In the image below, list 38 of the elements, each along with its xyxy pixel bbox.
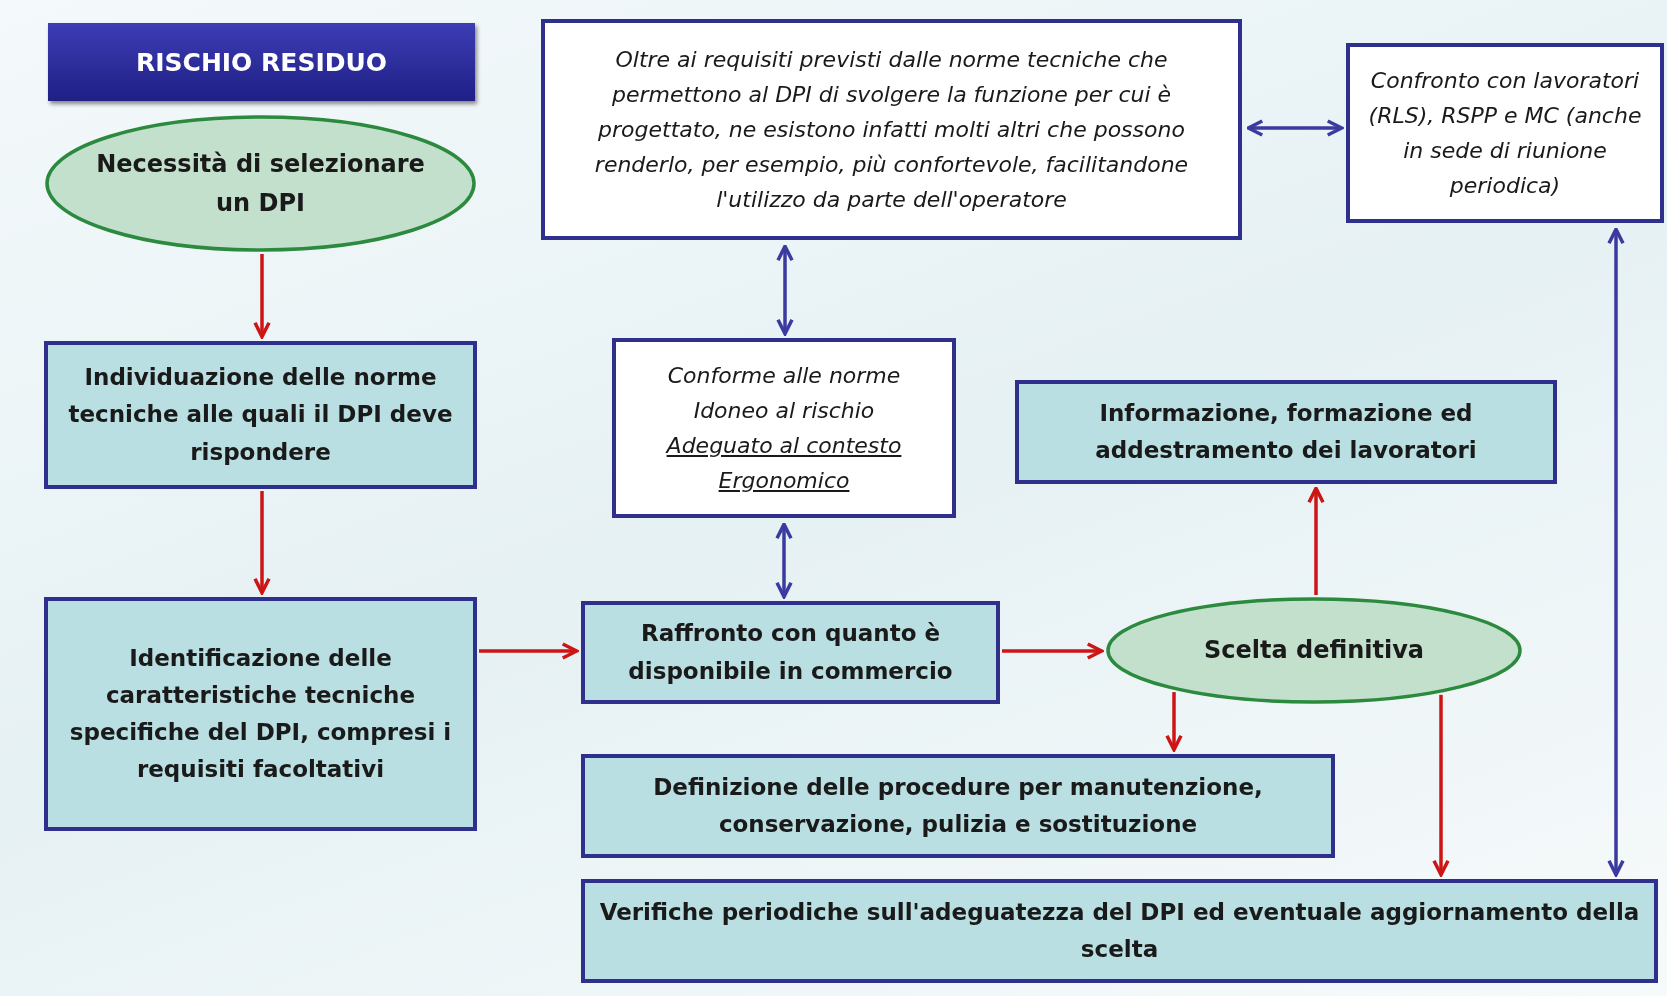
arrow bbox=[1432, 694, 1450, 877]
arrow bbox=[1607, 227, 1625, 877]
arrow bbox=[1002, 642, 1104, 660]
process-box bbox=[581, 754, 1335, 858]
node-text: Adeguato al contesto bbox=[666, 432, 902, 460]
node-text: Raffronto con quanto è disponibile in commercio bbox=[627, 619, 954, 686]
node-text: Necessità di selezionare un DPI bbox=[95, 149, 426, 219]
node-text: Confronto con lavoratori (RLS), RSPP e MC (anche in sede di riunione periodica) bbox=[1367, 66, 1643, 201]
arrow bbox=[1246, 119, 1344, 137]
arrow bbox=[1307, 486, 1325, 595]
note-box bbox=[541, 19, 1242, 240]
arrow bbox=[253, 491, 271, 595]
node-text: Oltre ai requisiti previsti dalle norme tecniche che permettono al DPI di svolgere la funzione per cui è progettato, ne esistono infatti molti altri che possono renderlo, per esempio, più confortevole, facilitandone l'utilizzo da parte dell'operatore bbox=[593, 45, 1190, 215]
node-text: Verifiche periodiche sull'adeguatezza del DPI ed eventuale aggiornamento della scelta bbox=[598, 897, 1641, 964]
process-box bbox=[44, 341, 477, 489]
process-box bbox=[581, 879, 1658, 983]
node-text: Definizione delle procedure per manutenzione, conservazione, pulizia e sostituzione bbox=[652, 772, 1264, 839]
node-text: Informazione, formazione ed addestramento dei lavoratori bbox=[1094, 398, 1478, 465]
process-box bbox=[44, 597, 477, 831]
arrow bbox=[776, 244, 794, 336]
arrow bbox=[775, 522, 793, 599]
node-text: Conforme alle norme bbox=[667, 361, 901, 390]
node-text: Individuazione delle norme tecniche alle quali il DPI deve rispondere bbox=[67, 363, 454, 467]
decision-ellipse bbox=[1106, 597, 1522, 704]
node-text: Idoneo al rischio bbox=[693, 396, 875, 425]
title-banner bbox=[48, 23, 475, 101]
title-text: RISCHIO RESIDUO bbox=[136, 47, 387, 77]
note-box bbox=[1346, 43, 1664, 223]
arrow bbox=[253, 254, 271, 339]
criteria-box bbox=[612, 338, 956, 518]
node-text: Scelta definitiva bbox=[1203, 635, 1425, 667]
arrow bbox=[1165, 692, 1183, 752]
start-ellipse bbox=[45, 115, 476, 252]
process-box bbox=[581, 601, 1000, 704]
node-text: Identificazione delle caratteristiche tecniche specifiche del DPI, compresi i requisiti facoltativi bbox=[68, 643, 453, 785]
node-text: Ergonomico bbox=[718, 467, 850, 496]
arrow bbox=[479, 642, 579, 660]
process-box bbox=[1015, 380, 1557, 484]
